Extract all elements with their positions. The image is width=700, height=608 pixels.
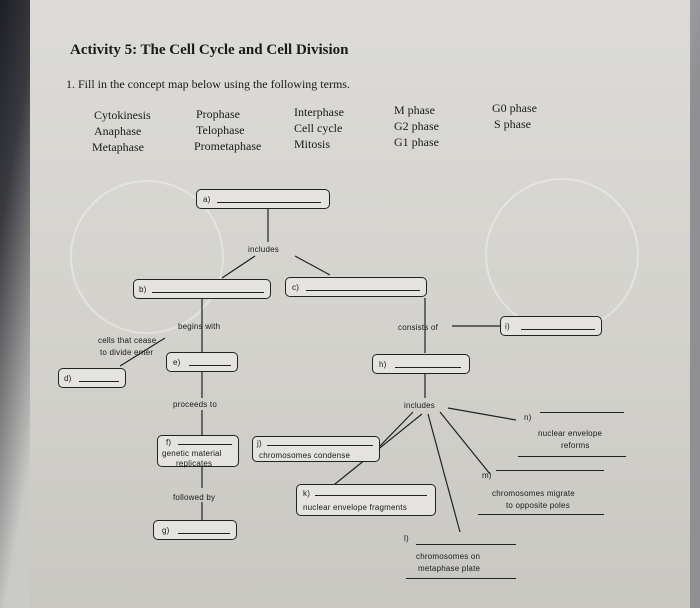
node-l-label: l) xyxy=(404,534,409,543)
box-b: b) xyxy=(133,279,271,299)
term: Mitosis xyxy=(294,137,331,151)
answer-blank-d[interactable] xyxy=(79,381,119,382)
box-f-text-line1: genetic material xyxy=(162,449,222,458)
answer-blank-c[interactable] xyxy=(306,290,420,291)
term: Interphase xyxy=(294,105,344,119)
answer-blank-a[interactable] xyxy=(217,202,321,203)
answer-blank-f[interactable] xyxy=(178,444,232,445)
box-e-label: e) xyxy=(173,358,181,367)
term: Cell cycle xyxy=(294,121,343,135)
node-l-underline xyxy=(406,578,516,579)
box-g: g) xyxy=(153,520,237,540)
answer-blank-j[interactable] xyxy=(267,445,373,446)
link-includes-right: includes xyxy=(404,401,435,410)
node-n-underline xyxy=(518,456,626,457)
node-m-underline xyxy=(478,514,604,515)
term: G1 phase xyxy=(394,135,439,149)
box-j-label: j) xyxy=(257,439,262,448)
answer-blank-k[interactable] xyxy=(315,495,427,496)
answer-blank-e[interactable] xyxy=(189,365,231,366)
activity-title: Activity 5: The Cell Cycle and Cell Divi… xyxy=(70,42,349,58)
box-j-text: chromosomes condense xyxy=(259,451,351,460)
box-f-label: f) xyxy=(166,438,172,447)
box-k-label: k) xyxy=(303,489,311,498)
box-b-label: b) xyxy=(139,285,147,294)
answer-blank-n[interactable] xyxy=(540,412,624,413)
box-a-label: a) xyxy=(203,195,211,204)
box-d: d) xyxy=(58,368,126,388)
answer-blank-m[interactable] xyxy=(496,470,604,471)
node-l-text-line1: chromosomes on xyxy=(416,552,481,561)
note-cells-cease-line1: cells that cease xyxy=(98,336,157,345)
box-a: a) xyxy=(196,189,330,209)
node-n-text-line1: nuclear envelope xyxy=(538,429,603,438)
box-f: f) genetic material replicates xyxy=(157,435,239,468)
term: Metaphase xyxy=(92,140,144,154)
node-m-text-line2: to opposite poles xyxy=(506,501,570,510)
term: G0 phase xyxy=(492,101,537,115)
term: S phase xyxy=(494,117,531,131)
box-f-text-line2: replicates xyxy=(176,459,213,468)
link-includes-top: includes xyxy=(248,245,279,254)
term: M phase xyxy=(394,103,435,117)
answer-blank-l[interactable] xyxy=(416,544,516,545)
term: Telophase xyxy=(196,123,245,137)
term: Prometaphase xyxy=(194,139,262,153)
term: Prophase xyxy=(196,107,240,121)
link-consists-of: consists of xyxy=(398,323,438,332)
node-n-text-line2: reforms xyxy=(561,441,590,450)
link-proceeds-to: proceeds to xyxy=(173,400,218,409)
node-m-label: m) xyxy=(482,471,492,480)
term: Anaphase xyxy=(94,124,142,138)
instruction-text: 1. Fill in the concept map below using t… xyxy=(66,77,350,91)
box-g-label: g) xyxy=(162,526,170,535)
answer-blank-i[interactable] xyxy=(521,329,595,330)
link-begins-with: begins with xyxy=(178,322,221,331)
box-c: c) xyxy=(285,277,427,297)
box-c-label: c) xyxy=(292,283,300,292)
box-i: i) xyxy=(500,316,602,336)
node-m-text-line1: chromosomes migrate xyxy=(492,489,575,498)
note-cells-cease-line2: to divide enter xyxy=(100,348,154,357)
box-d-label: d) xyxy=(64,374,72,383)
faint-cell-illustration-left xyxy=(70,180,224,334)
box-h-label: h) xyxy=(379,360,387,369)
answer-blank-b[interactable] xyxy=(152,292,264,293)
answer-blank-h[interactable] xyxy=(395,367,461,368)
node-l-text-line2: metaphase plate xyxy=(418,564,481,573)
box-e: e) xyxy=(166,352,238,372)
link-followed-by: followed by xyxy=(173,493,216,502)
box-j: j) chromosomes condense xyxy=(252,436,380,462)
box-i-label: i) xyxy=(505,322,510,331)
node-n-label: n) xyxy=(524,413,532,422)
box-k-text: nuclear envelope fragments xyxy=(303,503,407,512)
answer-blank-g[interactable] xyxy=(178,533,230,534)
box-k: k) nuclear envelope fragments xyxy=(296,484,436,516)
term: Cytokinesis xyxy=(94,108,151,122)
term: G2 phase xyxy=(394,119,439,133)
box-h: h) xyxy=(372,354,470,374)
